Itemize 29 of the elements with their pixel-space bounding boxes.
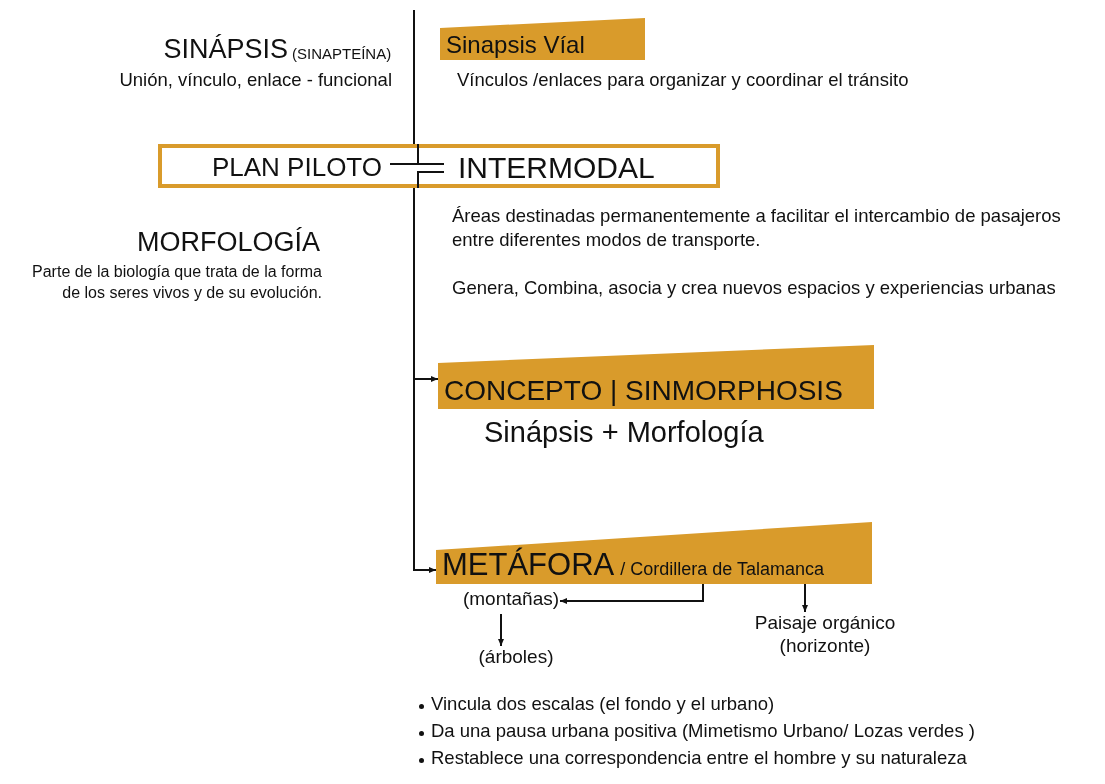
heading-text: MORFOLOGÍA [136,226,320,259]
title-banner [436,522,872,584]
node-caption: Sinápsis + Morfología [484,415,764,450]
note-text: Genera, Combina, asocia y crea nuevos espacios y experiencias urbanas [452,276,1057,300]
frame-text: PLAN PILOTO [211,153,382,182]
arrow [413,187,437,573]
node-caption: Vínculos /enlaces para organizar y coordinar el tránsito [457,68,909,92]
branch-text: Paisaje orgánico (horizonte) [730,612,920,658]
title-banner [438,345,874,409]
bullet-item: Da una pausa urbana positiva (Mimetismo Urbano/ Lozas verdes ) [415,720,975,742]
title-banner [440,18,645,60]
heading-text: SINÁPSIS [162,33,288,66]
banner-text: METÁFORA [442,547,615,582]
banner-text: / Cordillera de Talamanca [620,559,824,580]
branch-text: (montañas) [462,588,560,611]
note-text: Unión, vínculo, enlace - funcional [118,68,392,92]
frame-text: INTERMODAL [458,151,655,184]
branch-text: (árboles) [468,646,564,669]
arrow [802,583,808,613]
note-text: (SINAPTEÍNA) [292,44,392,64]
bullet-item: Vincula dos escalas (el fondo y el urbano) [415,693,775,715]
note-text: Parte de la biología que trata de la forma de los seres vivos y de su evolución. [31,262,322,303]
banner-text: CONCEPTO | SINMORPHOSIS [444,376,843,407]
bullet-item: Restablece una correspondencia entre el hombre y su naturaleza [415,747,967,769]
highlight-frame [158,144,720,188]
banner-text: Sinapsis Víal [446,31,585,58]
arrow [559,583,704,604]
note-text: Áreas destinadas permanentemente a facilitar el intercambio de pasajeros entre diferentes modos de transporte. [452,204,1062,253]
arrow [498,613,504,647]
